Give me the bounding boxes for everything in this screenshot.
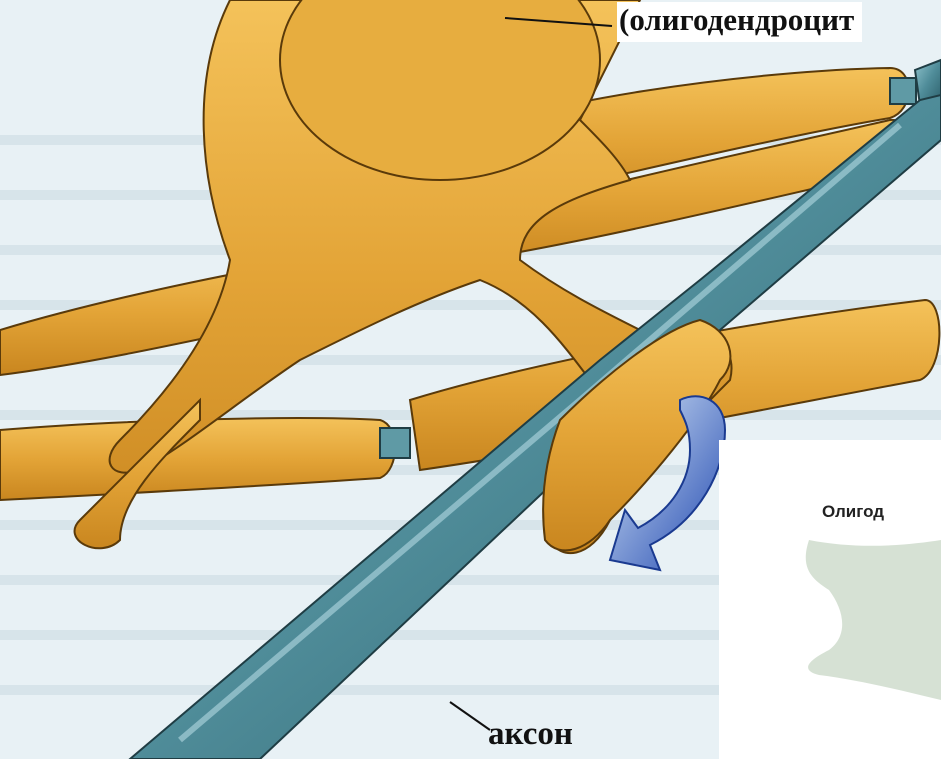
- inset-cell-shape: [806, 540, 941, 700]
- leader-line-axon: [450, 702, 490, 730]
- inset-cell-illustration: [719, 440, 941, 759]
- node-of-ranvier-top: [890, 78, 916, 104]
- inset-label: Олигод: [822, 502, 884, 522]
- inset-panel: Олигод: [719, 440, 941, 759]
- oligodendrocyte-label: (олигодендроцит: [617, 2, 862, 42]
- node-of-ranvier-low: [380, 428, 410, 458]
- axon-label: аксон: [488, 716, 573, 753]
